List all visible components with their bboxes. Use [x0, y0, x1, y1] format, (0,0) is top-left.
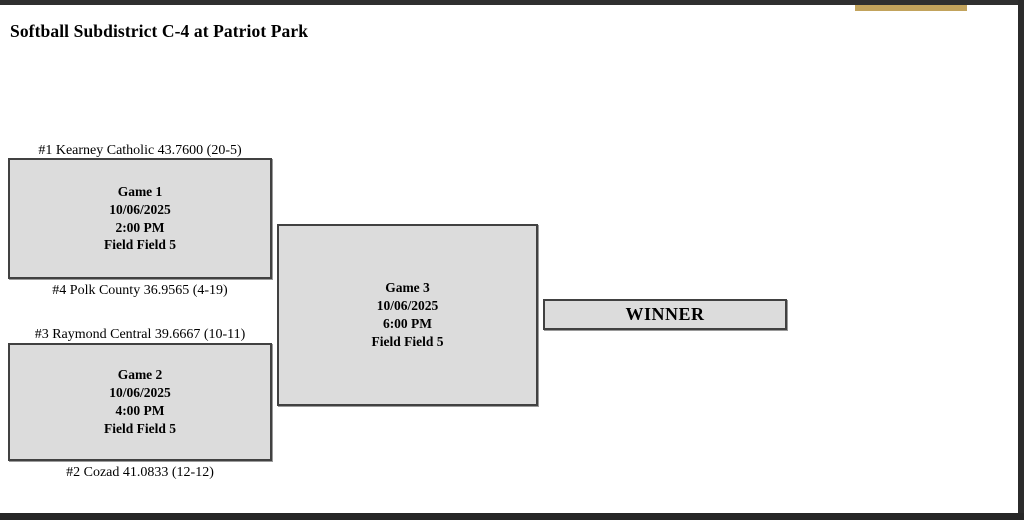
game-3-date: 10/06/2025: [376, 298, 439, 314]
team-label-game2-top: #3 Raymond Central 39.6667 (10-11): [34, 327, 246, 342]
game-1-date: 10/06/2025: [109, 201, 171, 217]
game-2-name: Game 2: [117, 367, 163, 383]
team-label-game1-bottom: #4 Polk County 36.9565 (4-19): [52, 283, 228, 298]
game-3-field: Field Field 5: [371, 333, 444, 349]
game-2-time: 4:00 PM: [115, 403, 165, 418]
window-chrome-right: [1018, 0, 1024, 520]
game-box-1[interactable]: Game 1 10/06/2025 2:00 PM Field Field 5: [8, 158, 272, 279]
game-1-name: Game 1: [117, 183, 163, 199]
game-2-field: Field Field 5: [104, 420, 176, 436]
bracket-page: Softball Subdistrict C-4 at Patriot Park…: [0, 5, 1018, 513]
game-1-time: 2:00 PM: [115, 219, 165, 235]
winner-label: WINNER: [625, 304, 705, 324]
game-3-details: Game 3 10/06/2025 6:00 PM Field Field 5: [372, 279, 444, 351]
game-2-details: Game 2 10/06/2025 4:00 PM Field Field 5: [104, 366, 176, 438]
window-chrome-top: [0, 0, 1024, 5]
team-label-game1-top: #1 Kearney Catholic 43.7600 (20-5): [38, 143, 242, 158]
game-box-2[interactable]: Game 2 10/06/2025 4:00 PM Field Field 5: [8, 343, 272, 461]
site-logo-banner: [855, 5, 967, 11]
page-title: Softball Subdistrict C-4 at Patriot Park: [10, 21, 309, 41]
game-box-3[interactable]: Game 3 10/06/2025 6:00 PM Field Field 5: [277, 224, 538, 406]
window-chrome-bottom: [0, 513, 1024, 520]
winner-box[interactable]: WINNER: [543, 299, 787, 330]
game-3-name: Game 3: [385, 280, 430, 296]
game-1-field: Field Field 5: [104, 237, 176, 253]
game-1-details: Game 1 10/06/2025 2:00 PM Field Field 5: [104, 183, 176, 255]
game-2-date: 10/06/2025: [109, 385, 171, 401]
team-label-game2-bottom: #2 Cozad 41.0833 (12-12): [66, 465, 214, 480]
game-3-time: 6:00 PM: [382, 316, 433, 331]
